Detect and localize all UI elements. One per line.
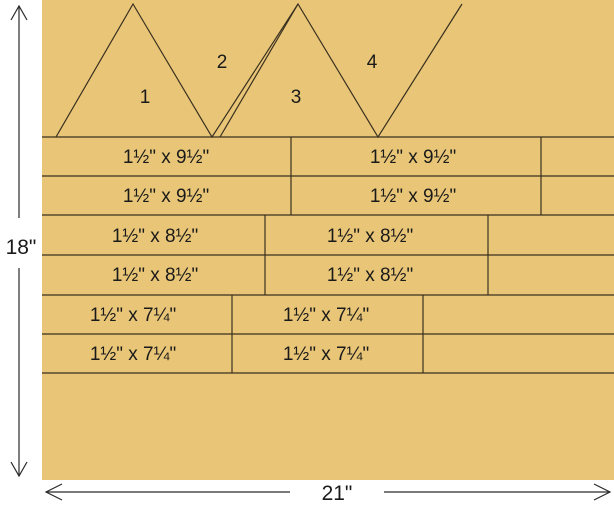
arrowhead-up-icon (10, 4, 28, 21)
strip-label-row4-b: 1½" x 8½" (327, 265, 413, 286)
strip-label-row2-b: 1½" x 9½" (370, 186, 456, 207)
strip-label-row5-a: 1½" x 7¼" (90, 305, 176, 326)
triangle-label-2: 2 (217, 52, 228, 73)
arrowhead-down-icon (10, 461, 28, 478)
fabric-panel (42, 0, 614, 480)
height-dimension-arrow (10, 4, 28, 478)
triangle-label-4: 4 (367, 52, 378, 73)
triangle-edge-line (219, 3, 299, 138)
triangle-zigzag-line (55, 2, 463, 139)
strip-label-row1-b: 1½" x 9½" (370, 147, 456, 168)
strip-label-row5-b: 1½" x 7¼" (283, 305, 369, 326)
arrowhead-right-icon (593, 483, 612, 501)
triangle-label-3: 3 (291, 87, 302, 108)
width-dimension-arrow (44, 483, 612, 501)
strip-label-row3-a: 1½" x 8½" (112, 226, 198, 247)
width-dimension-label: 21" (322, 482, 353, 505)
strip-label-row6-a: 1½" x 7¼" (90, 344, 176, 365)
arrowhead-left-icon (44, 483, 63, 501)
strip-label-row1-a: 1½" x 9½" (123, 147, 209, 168)
strip-dividers (231, 137, 542, 373)
strip-label-row4-a: 1½" x 8½" (112, 265, 198, 286)
strip-label-row6-b: 1½" x 7¼" (283, 344, 369, 365)
triangle-label-1: 1 (140, 87, 151, 108)
strip-label-row3-b: 1½" x 8½" (327, 226, 413, 247)
strip-label-row2-a: 1½" x 9½" (123, 186, 209, 207)
height-dimension-label: 18" (6, 236, 37, 259)
strip-row-lines (42, 136, 614, 374)
